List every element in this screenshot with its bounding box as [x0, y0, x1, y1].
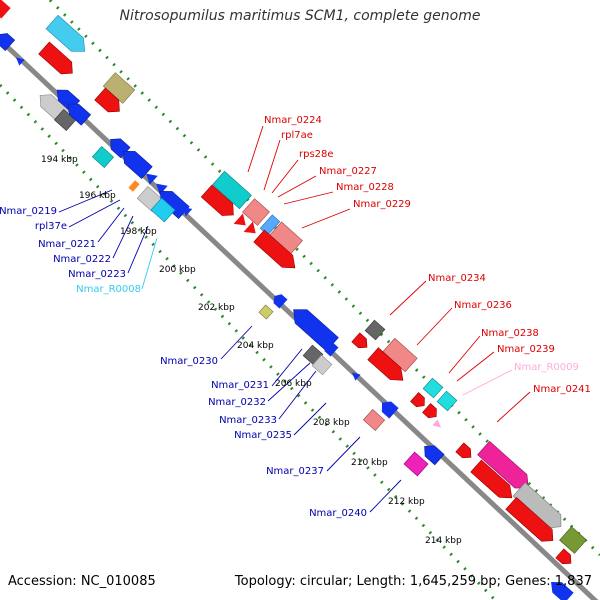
- gene-label: Nmar_0221: [38, 239, 96, 250]
- gene-label: rpl37e: [35, 221, 67, 232]
- gene-label: rpl7ae: [281, 130, 313, 141]
- kbp-label: 204 kbp: [237, 341, 274, 351]
- gene-label: rps28e: [299, 149, 334, 160]
- gene-feature: [352, 372, 361, 381]
- gene-label: Nmar_0222: [53, 254, 111, 265]
- gene-feature: [94, 87, 120, 113]
- gene-feature: [324, 342, 339, 357]
- map-title: Nitrosopumilus maritimus SCM1, complete …: [119, 8, 481, 24]
- gene-label: Nmar_0219: [0, 206, 57, 217]
- reverse-gene-labels: Nmar_0219 rpl37e Nmar_0221 Nmar_0222 Nma…: [0, 206, 367, 519]
- gene-label: Nmar_0239: [497, 344, 555, 355]
- gene-feature: [362, 409, 386, 431]
- gene-feature: [555, 548, 572, 565]
- forward-strand-features: [38, 14, 587, 565]
- gene-feature: [351, 332, 368, 349]
- gene-feature: [364, 319, 386, 341]
- gene-feature: [91, 146, 115, 168]
- gene-label: Nmar_R0008: [76, 284, 141, 295]
- kbp-label: 206 kbp: [275, 379, 312, 389]
- kbp-label: 198 kbp: [120, 227, 157, 237]
- reverse-leader-lines: [58, 189, 402, 513]
- gene-feature: [67, 103, 92, 126]
- gene-label: Nmar_0232: [208, 397, 266, 408]
- rna-leader-line: [462, 369, 513, 396]
- gene-feature: [422, 377, 444, 399]
- kbp-label: 214 kbp: [425, 536, 462, 546]
- gene-feature: [183, 207, 193, 217]
- gene-feature: [0, 33, 16, 51]
- gene-label: Nmar_0229: [353, 199, 411, 210]
- gene-label: Nmar_0228: [336, 182, 394, 193]
- forward-gene-labels: Nmar_0224 rpl7ae rps28e Nmar_0227 Nmar_0…: [264, 115, 591, 395]
- gene-feature: [505, 496, 554, 542]
- gene-feature: [212, 170, 252, 210]
- kbp-label: 194 kbp: [41, 155, 78, 165]
- kbp-labels: 194 kbp 196 kbp 198 kbp 200 kbp 202 kbp …: [41, 155, 462, 546]
- gene-label: Nmar_0238: [481, 328, 539, 339]
- gene-label: Nmar_0234: [428, 273, 486, 284]
- gene-feature: [559, 526, 587, 554]
- gene-feature: [242, 198, 270, 226]
- gene-feature: [38, 41, 73, 75]
- gene-feature: [410, 392, 425, 408]
- gene-feature: [128, 180, 140, 192]
- gene-feature: [150, 197, 176, 223]
- gene-label: Nmar_0230: [160, 356, 218, 367]
- gene-feature: [258, 304, 274, 320]
- gene-feature: [253, 229, 296, 269]
- gene-feature: [311, 354, 333, 376]
- rna-leader-line: [141, 237, 158, 290]
- gene-label: Nmar_R0009: [514, 362, 579, 373]
- gene-feature: [156, 183, 168, 195]
- gene-feature: [122, 151, 153, 180]
- kbp-label: 196 kbp: [79, 191, 116, 201]
- gene-feature: [233, 213, 246, 226]
- gene-feature: [436, 390, 458, 412]
- gene-feature: [16, 57, 25, 66]
- gene-feature: [110, 138, 131, 159]
- gene-feature: [146, 173, 158, 185]
- kbp-label: 208 kbp: [313, 418, 350, 428]
- gene-label: Nmar_0227: [319, 166, 377, 177]
- gene-feature: [422, 403, 437, 419]
- gene-feature: [455, 442, 472, 459]
- gene-feature: [403, 451, 429, 477]
- kbp-label: 200 kbp: [159, 265, 196, 275]
- gene-feature: [470, 459, 513, 499]
- gene-label: Nmar_0235: [234, 430, 292, 441]
- reverse-strand-features: [0, 0, 574, 600]
- gene-feature: [273, 294, 288, 309]
- kbp-label: 210 kbp: [351, 458, 388, 468]
- gene-feature: [432, 419, 441, 428]
- gene-feature: [159, 191, 190, 220]
- gene-feature: [424, 445, 445, 466]
- genome-summary-text: Topology: circular; Length: 1,645,259 bp…: [234, 574, 592, 589]
- gene-label: Nmar_0224: [264, 115, 322, 126]
- gene-label: Nmar_0233: [219, 415, 277, 426]
- gene-feature: [551, 582, 574, 600]
- gene-feature: [381, 401, 399, 419]
- gene-feature: [200, 184, 234, 216]
- gene-label: Nmar_0236: [454, 300, 512, 311]
- accession-text: Accession: NC_010085: [8, 574, 156, 589]
- gene-label: Nmar_0231: [211, 380, 269, 391]
- gene-feature: [0, 0, 11, 19]
- gene-feature: [45, 14, 86, 52]
- kbp-label: 202 kbp: [198, 303, 235, 313]
- gene-label: Nmar_0237: [266, 466, 324, 477]
- gene-feature: [243, 221, 256, 234]
- gene-feature: [512, 482, 562, 529]
- gene-label: Nmar_0223: [68, 269, 126, 280]
- kbp-label: 212 kbp: [388, 497, 425, 507]
- gene-label: Nmar_0240: [309, 508, 367, 519]
- forward-leader-lines: [247, 125, 531, 423]
- gene-label: Nmar_0241: [533, 384, 591, 395]
- gene-feature: [367, 347, 404, 381]
